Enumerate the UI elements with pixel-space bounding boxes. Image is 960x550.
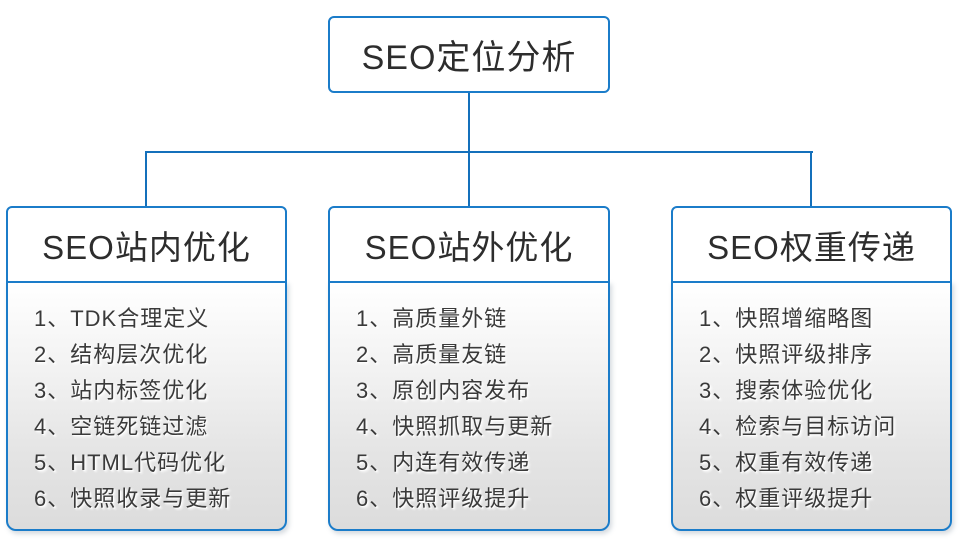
list-item: 5、内连有效传递	[356, 450, 531, 475]
connector-drop-right	[810, 151, 812, 207]
node-onsite-seo: SEO站内优化	[6, 206, 287, 283]
list-item: 6、权重评级提升	[699, 486, 874, 511]
node-onsite-seo-label: SEO站内优化	[42, 228, 251, 266]
list-item: 6、快照评级提升	[356, 486, 531, 511]
list-item: 4、空链死链过滤	[34, 414, 209, 439]
list-weight-transfer: 1、快照增缩略图 2、快照评级排序 3、搜索体验优化 4、检索与目标访问 5、权…	[671, 281, 952, 531]
list-item: 2、结构层次优化	[34, 342, 209, 367]
list-item: 1、快照增缩略图	[699, 306, 874, 331]
list-item: 2、高质量友链	[356, 342, 508, 367]
list-item: 5、HTML代码优化	[34, 450, 227, 475]
list-item: 1、高质量外链	[356, 306, 508, 331]
connector-drop-left	[145, 151, 147, 207]
node-weight-transfer: SEO权重传递	[671, 206, 952, 283]
list-offsite-seo: 1、高质量外链 2、高质量友链 3、原创内容发布 4、快照抓取与更新 5、内连有…	[328, 281, 610, 531]
connector-root-stem	[468, 93, 470, 152]
connector-branch-bar	[145, 151, 813, 153]
list-item: 5、权重有效传递	[699, 450, 874, 475]
root-node-label: SEO定位分析	[361, 39, 577, 77]
root-node: SEO定位分析	[328, 16, 610, 93]
connector-drop-middle	[468, 151, 470, 207]
node-weight-transfer-label: SEO权重传递	[707, 228, 916, 266]
list-onsite-seo: 1、TDK合理定义 2、结构层次优化 3、站内标签优化 4、空链死链过滤 5、H…	[6, 281, 287, 531]
list-item: 3、搜索体验优化	[699, 378, 874, 403]
node-offsite-seo-label: SEO站外优化	[364, 228, 574, 266]
node-offsite-seo: SEO站外优化	[328, 206, 610, 283]
list-item: 6、快照收录与更新	[34, 486, 232, 511]
list-item: 4、快照抓取与更新	[356, 414, 554, 439]
list-item: 1、TDK合理定义	[34, 306, 210, 331]
list-item: 3、站内标签优化	[34, 378, 209, 403]
list-item: 3、原创内容发布	[356, 378, 531, 403]
list-item: 4、检索与目标访问	[699, 414, 897, 439]
list-item: 2、快照评级排序	[699, 342, 874, 367]
